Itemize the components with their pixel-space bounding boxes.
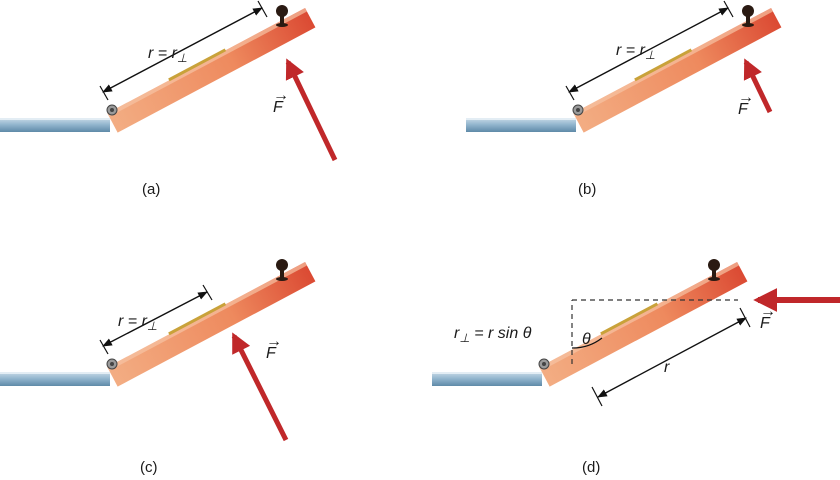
svg-text:→: → xyxy=(738,89,754,106)
panel-c: r = r⊥ F → (c) xyxy=(0,258,316,476)
r-label-b: r = r⊥ xyxy=(616,42,655,62)
force-arrow-icon xyxy=(743,58,773,114)
caption-d: (d) xyxy=(582,459,600,476)
force-arrow-icon xyxy=(231,332,289,442)
force-label-a: F xyxy=(273,99,284,116)
r-label-d: r xyxy=(664,359,670,376)
svg-text:→: → xyxy=(273,87,289,104)
r-dimension-line xyxy=(102,7,263,93)
caption-c: (c) xyxy=(140,459,158,476)
force-label-c: F xyxy=(266,345,277,362)
svg-text:→: → xyxy=(266,333,282,350)
r-label-c: r = r⊥ xyxy=(118,313,157,333)
panel-b: r = r⊥ F → (b) xyxy=(465,0,782,198)
r-dimension-line xyxy=(597,317,747,398)
svg-text:→: → xyxy=(760,303,776,320)
caption-a: (a) xyxy=(142,181,160,198)
r-perp-formula: r⊥ = r sin θ xyxy=(454,325,532,345)
force-label-d: F xyxy=(760,315,771,332)
r-dimension-line xyxy=(568,7,729,93)
panel-d: θ r F → r⊥ = r sin θ (d) xyxy=(431,258,840,476)
caption-b: (b) xyxy=(578,181,596,198)
force-arrow-icon xyxy=(285,58,338,162)
r-label-a: r = r⊥ xyxy=(148,45,187,65)
panel-a: r = r⊥ F → (a) xyxy=(0,0,338,198)
force-label-b: F xyxy=(738,101,749,118)
r-dimension-line xyxy=(102,291,208,347)
theta-angle-label: θ xyxy=(582,331,591,348)
